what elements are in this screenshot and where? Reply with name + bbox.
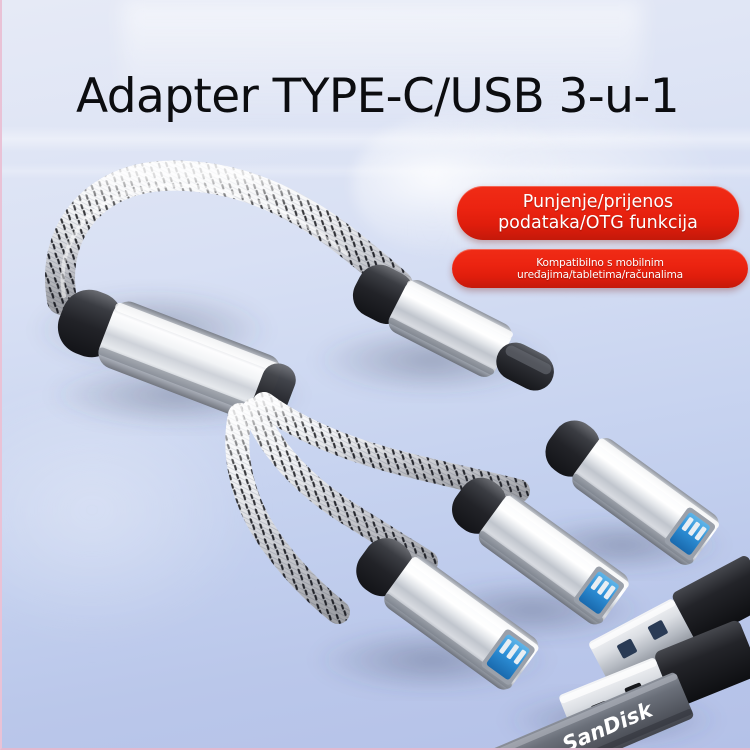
- feature-badge-primary: Punjenje/prijenos podataka/OTG funkcija: [457, 186, 739, 240]
- feature-badge-secondary: Kompatibilno s mobilnim uređajima/tablet…: [452, 249, 748, 288]
- usb-a-female-port-left: [356, 538, 539, 690]
- feature-badge-primary-line2: podataka/OTG funkcija: [498, 213, 698, 233]
- braided-cable-branch-right: [252, 392, 530, 503]
- braided-cable-upper: [45, 160, 413, 315]
- page-title: Adapter TYPE-C/USB 3-u-1: [76, 69, 680, 124]
- background-glow-lower: [2, 380, 262, 640]
- background-light-band-1: [2, 126, 750, 152]
- feature-badge-primary-text: Punjenje/prijenos podataka/OTG funkcija: [498, 192, 698, 233]
- sandisk-flash-drive: SanDisk: [481, 672, 694, 750]
- background-light-band-2: [2, 163, 750, 179]
- usb-a-female-port-right: [545, 420, 719, 565]
- braided-cable-branch-left: [225, 403, 350, 624]
- splitter-hub: [57, 289, 296, 425]
- braided-cable-branch-middle: [242, 398, 438, 574]
- usb-a-male-plug-back: [589, 556, 750, 684]
- feature-badge-primary-line1: Punjenje/prijenos: [522, 192, 674, 213]
- usb-a-male-plug-front: [559, 620, 750, 743]
- usb-a-female-port-middle: [452, 477, 629, 625]
- feature-badge-secondary-text: Kompatibilno s mobilnim uređajima/tablet…: [517, 256, 683, 281]
- sandisk-brand-text: SanDisk: [559, 697, 658, 750]
